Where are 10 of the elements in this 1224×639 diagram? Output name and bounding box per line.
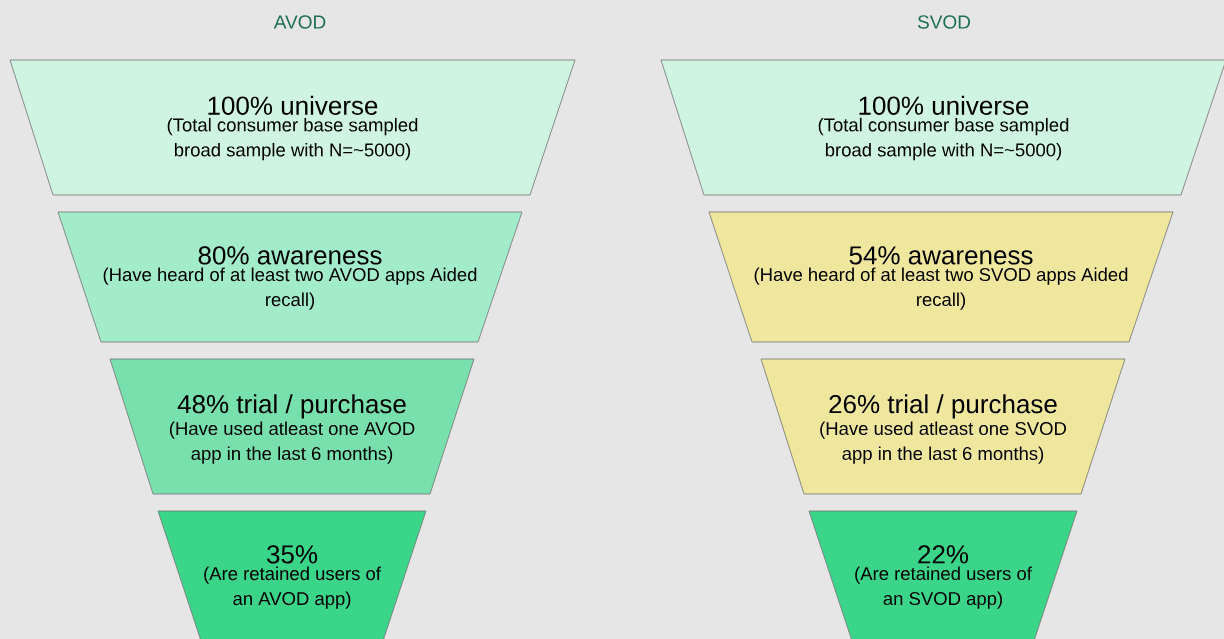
funnel-stage: 100% universe (Total consumer base sampled broad sample with N=~5000) (660, 59, 1224, 196)
funnel-stage: 22% (Are retained users of an SVOD app) (808, 510, 1078, 639)
funnel-stage: 80% awareness (Have heard of at least two AVOD apps Aided recall) (57, 211, 523, 343)
funnel-stage: 48% trial / purchase (Have used atleast one AVOD app in the last 6 months) (109, 358, 475, 495)
funnel-stage: 35% (Are retained users of an AVOD app) (157, 510, 427, 639)
column-heading: AVOD (273, 15, 326, 29)
funnel-stage: 54% awareness (Have heard of at least two SVOD apps Aided recall) (708, 211, 1174, 343)
funnel-stage: 26% trial / purchase (Have used atleast one SVOD app in the last 6 months) (760, 358, 1126, 495)
funnel-stage: 100% universe (Total consumer base sampled broad sample with N=~5000) (9, 59, 576, 196)
column-heading: SVOD (917, 15, 970, 29)
